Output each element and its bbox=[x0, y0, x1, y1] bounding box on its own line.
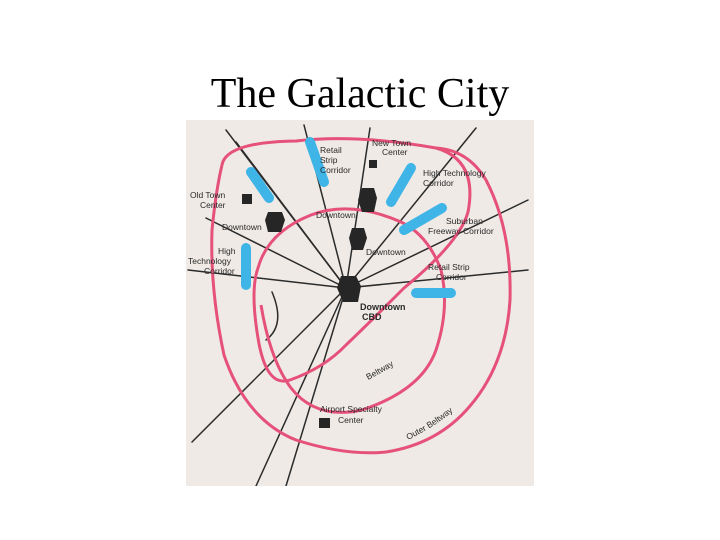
corridor-group bbox=[241, 137, 456, 298]
map-background bbox=[186, 120, 534, 486]
label-airport-specialty: Airport Specialty Center bbox=[320, 404, 384, 425]
label-suburban-freeway: Suburban Freeway Corridor bbox=[428, 216, 494, 236]
label-downtown-north: Downtown bbox=[316, 210, 356, 220]
inner-beltway bbox=[220, 137, 472, 414]
downtown-west-mark bbox=[265, 212, 285, 232]
downtown-cbd-mark bbox=[337, 276, 361, 302]
downtown-center-mark bbox=[349, 228, 367, 250]
road-east-northeast bbox=[345, 199, 529, 289]
outer-beltway bbox=[210, 146, 512, 455]
slide-title: The Galactic City bbox=[210, 71, 510, 117]
label-retail-strip-nw: Retail Strip Corridor bbox=[320, 145, 351, 175]
road-northeast bbox=[345, 127, 477, 289]
galactic-city-map: Retail Strip Corridor New Town Center Hi… bbox=[186, 120, 534, 486]
road-south-southwest bbox=[255, 287, 347, 486]
label-retail-strip-e: Retail Strip Corridor bbox=[428, 262, 472, 282]
downtown-north-mark bbox=[358, 188, 377, 212]
road-north bbox=[345, 127, 371, 289]
suburban-freeway-corridor bbox=[399, 203, 447, 235]
label-high-tech-ne: High Technology Corridor bbox=[423, 168, 488, 188]
road-southwest bbox=[191, 287, 347, 443]
old-town-center-mark bbox=[242, 194, 252, 204]
label-high-tech-w: High Technology Corridor bbox=[188, 246, 238, 276]
label-downtown-center: Downtown bbox=[366, 247, 406, 257]
label-old-town-center: Old Town Center bbox=[190, 190, 228, 210]
high-technology-corridor-ne bbox=[386, 163, 416, 207]
label-downtown-cbd: Downtown CBD bbox=[360, 302, 408, 322]
retail-strip-corridor-nw bbox=[305, 137, 329, 187]
map-svg: Retail Strip Corridor New Town Center Hi… bbox=[186, 120, 534, 486]
new-town-center-mark bbox=[369, 160, 377, 168]
road-east bbox=[345, 269, 529, 289]
road-network bbox=[187, 124, 529, 486]
label-downtown-west: Downtown bbox=[222, 222, 262, 232]
road-nw-branch bbox=[235, 141, 347, 289]
beltway-rings bbox=[210, 137, 512, 455]
label-new-town-center: New Town Center bbox=[372, 138, 413, 157]
center-group bbox=[242, 160, 377, 428]
road-south bbox=[285, 287, 347, 486]
old-town-corridor bbox=[246, 167, 274, 203]
road-west bbox=[187, 269, 347, 289]
airport-center-mark bbox=[319, 418, 330, 428]
road-west-northwest bbox=[205, 217, 347, 289]
